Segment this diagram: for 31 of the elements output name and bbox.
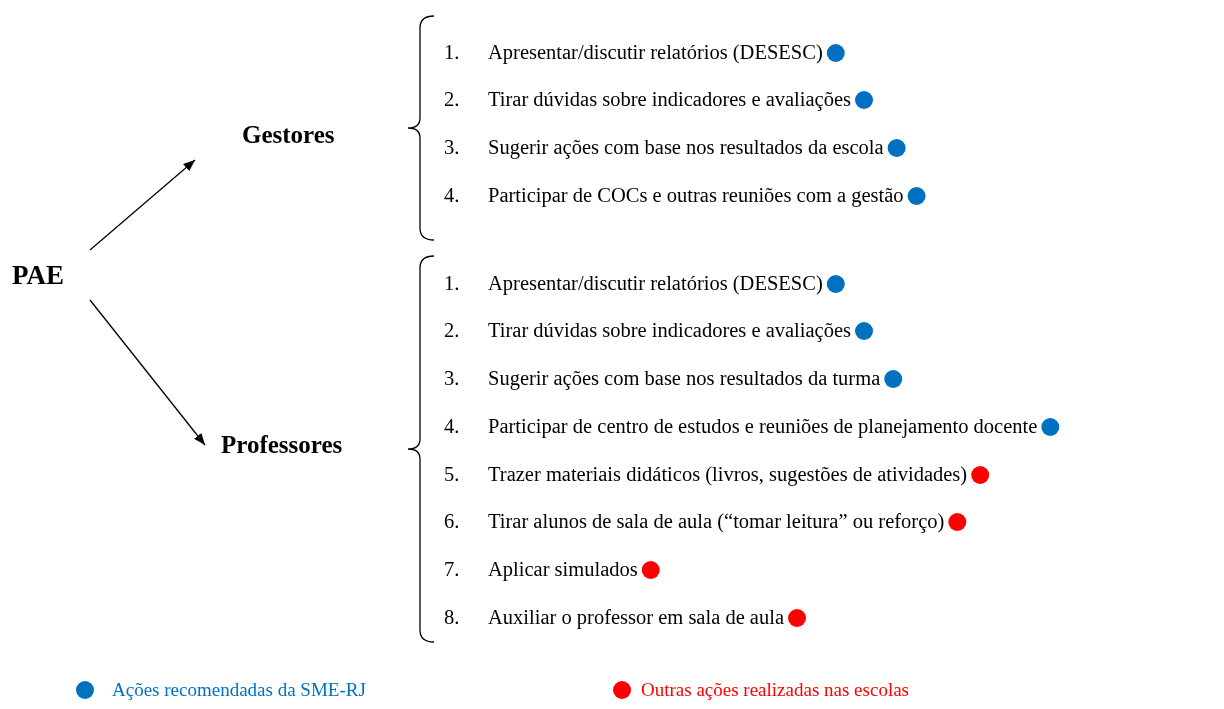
list-number: 2. bbox=[444, 87, 460, 111]
list-number: 3. bbox=[444, 366, 460, 390]
node-label: Professores bbox=[221, 431, 343, 459]
list-item-text: Tirar alunos de sala de aula (“tomar leitura” ou reforço) bbox=[488, 509, 945, 533]
list-number: 1. bbox=[444, 40, 460, 64]
list-number: 8. bbox=[444, 605, 460, 629]
arrow bbox=[89, 159, 196, 251]
list-number: 4. bbox=[444, 414, 460, 438]
legend-label: Ações recomendadas da SME-RJ bbox=[112, 679, 366, 701]
list-number: 4. bbox=[444, 183, 460, 207]
node-label: Gestores bbox=[242, 121, 335, 149]
list-number: 5. bbox=[444, 462, 460, 486]
list-item-text: Trazer materiais didáticos (livros, sugestões de atividades) bbox=[488, 462, 968, 486]
list-number: 6. bbox=[444, 509, 460, 533]
list-item-text: Sugerir ações com base nos resultados da turma bbox=[488, 366, 881, 390]
list-number: 2. bbox=[444, 318, 460, 342]
list-item-text: Participar de centro de estudos e reuniões de planejamento docente bbox=[488, 414, 1038, 438]
arrow bbox=[89, 299, 206, 446]
node-label: PAE bbox=[12, 259, 64, 291]
list-number: 3. bbox=[444, 135, 460, 159]
list-number: 7. bbox=[444, 557, 460, 581]
list-number: 1. bbox=[444, 271, 460, 295]
legend-label: Outras ações realizadas nas escolas bbox=[641, 679, 909, 701]
list-item-text: Apresentar/discutir relatórios (DESESC) bbox=[488, 271, 823, 295]
list-item-text: Apresentar/discutir relatórios (DESESC) bbox=[488, 40, 823, 64]
list-item-text: Tirar dúvidas sobre indicadores e avaliações bbox=[488, 87, 851, 111]
list-item-text: Auxiliar o professor em sala de aula bbox=[488, 605, 784, 629]
list-item-text: Sugerir ações com base nos resultados da escola bbox=[488, 135, 884, 159]
list-item-text: Tirar dúvidas sobre indicadores e avaliações bbox=[488, 318, 851, 342]
list-item-text: Participar de COCs e outras reuniões com a gestão bbox=[488, 183, 904, 207]
list-item-text: Aplicar simulados bbox=[488, 557, 638, 581]
